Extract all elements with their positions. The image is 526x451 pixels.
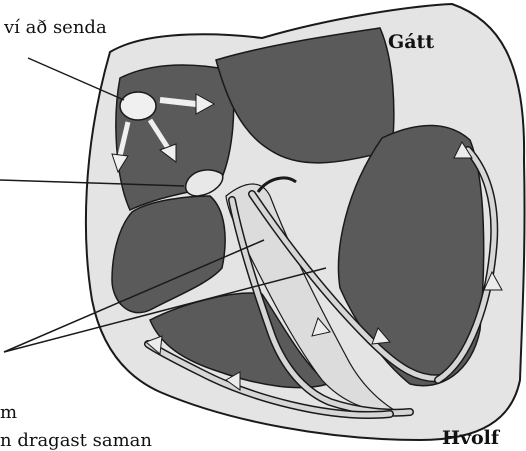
label-ventricle: Hvolf [442,427,501,449]
label-atrium: Gátt [388,31,434,53]
label-top-left: ví að senda [3,17,107,38]
label-bottom-left-1: m [0,402,17,423]
sa-arrow-right [160,100,196,104]
label-bottom-left-2: n dragast saman [0,430,152,451]
sinoatrial-node [120,92,156,120]
